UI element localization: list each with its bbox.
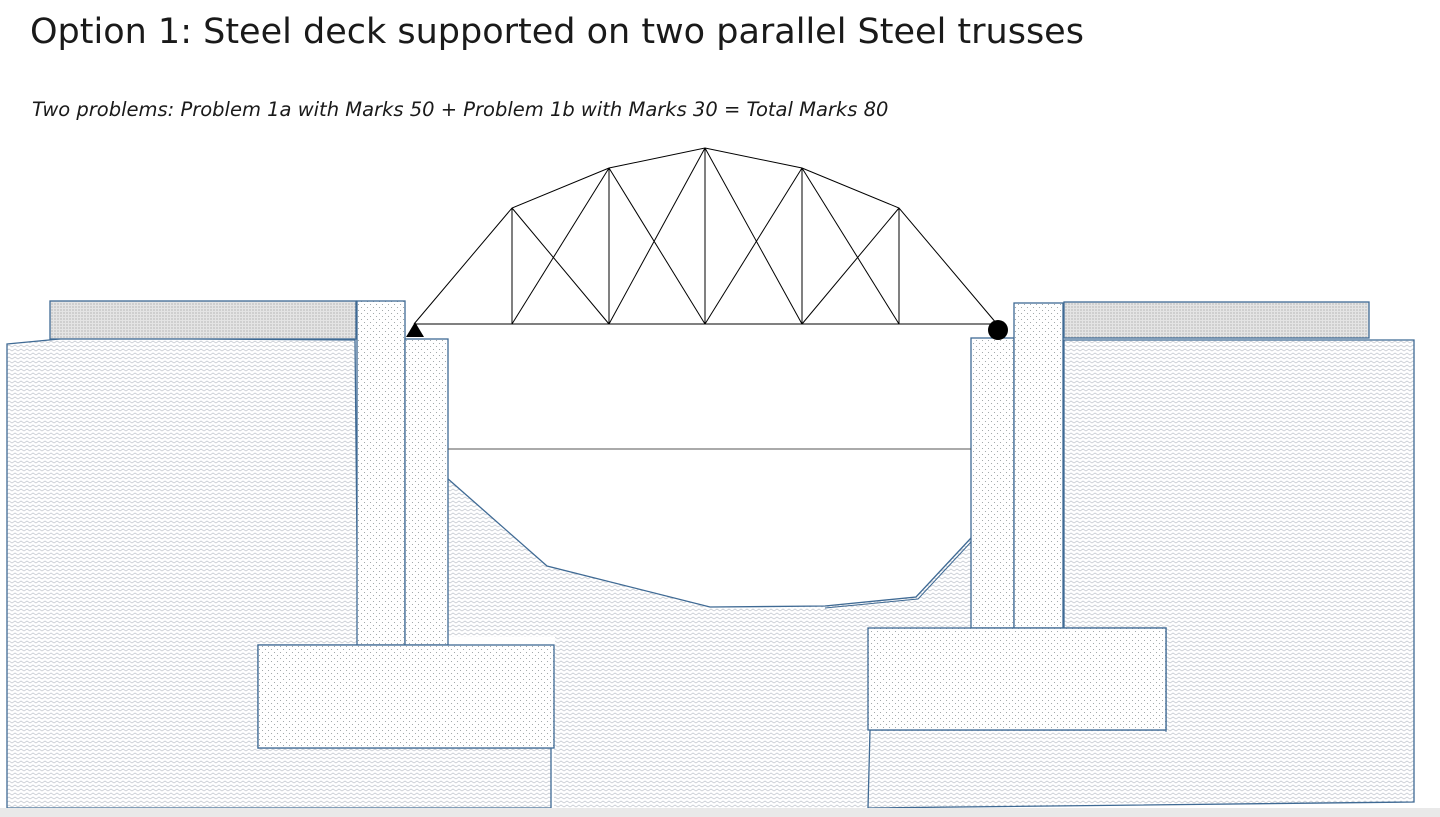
left-footing [257, 644, 555, 749]
bottom-strip [0, 808, 1440, 817]
right-abutment-stem [970, 337, 1015, 629]
channel-bed-soil [447, 478, 971, 808]
left-road-slab [49, 300, 357, 340]
slide-title: Option 1: Steel deck supported on two pa… [30, 12, 1084, 52]
slide-subtitle: Two problems: Problem 1a with Marks 50 +… [32, 98, 889, 121]
right-abutment-backwall [1013, 302, 1064, 629]
left-abutment-backwall [356, 300, 406, 646]
roller-support [988, 320, 1008, 340]
right-footing [867, 627, 1167, 731]
channel-bed-profile [446, 477, 972, 608]
steel-truss [413, 147, 998, 325]
pin-support [406, 322, 424, 337]
right-road-slab [1063, 301, 1370, 339]
left-abutment-stem [404, 338, 449, 646]
channel-bed-profile-shadow [824, 541, 972, 609]
